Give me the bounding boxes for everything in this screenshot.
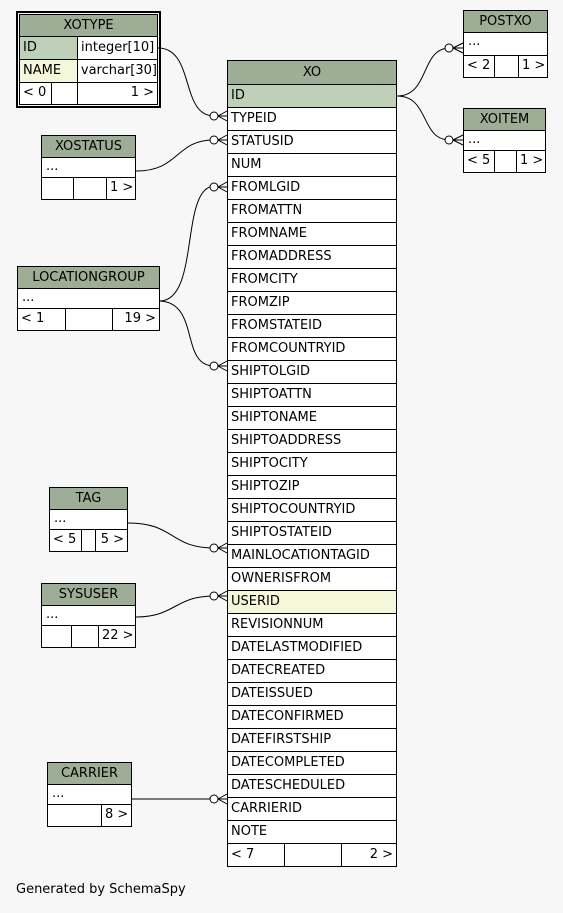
edge-locationgroup-fromlgid <box>159 185 215 302</box>
table-footer: < 5 1 > <box>464 151 545 172</box>
table-row[interactable]: FROMCITY <box>228 269 396 292</box>
table-row[interactable]: DATECREATED <box>228 660 396 683</box>
parents-count: < 5 <box>50 530 82 551</box>
children-count: 1 > <box>110 180 134 195</box>
children-count: 1 > <box>130 85 154 100</box>
table-row[interactable]: CARRIERID <box>228 798 396 821</box>
table-sysuser[interactable]: SYSUSER ... 22 > <box>41 583 136 648</box>
edge-xostatus-xo <box>135 139 215 172</box>
table-title: XOSTATUS <box>42 136 135 158</box>
table-footer: 22 > <box>42 626 135 647</box>
table-title: CARRIER <box>48 763 131 785</box>
table-footer: 8 > <box>48 805 131 826</box>
table-xotype[interactable]: XOTYPE ID integer[10] NAME varchar[30] <… <box>16 11 161 108</box>
column-name: ID <box>20 37 78 59</box>
column-type: integer[10] <box>78 37 157 59</box>
table-row[interactable]: FROMADDRESS <box>228 246 396 269</box>
table-row[interactable]: FROMSTATEID <box>228 315 396 338</box>
column-name: NAME <box>20 60 78 82</box>
table-title: TAG <box>50 488 127 510</box>
children-count: 1 > <box>520 153 544 168</box>
table-locationgroup[interactable]: LOCATIONGROUP ... < 1 19 > <box>17 266 160 331</box>
table-row[interactable]: SHIPTOCOUNTRYID <box>228 499 396 522</box>
table-title: XOITEM <box>464 109 545 131</box>
generated-by-caption: Generated by SchemaSpy <box>16 882 186 897</box>
table-row[interactable]: ID <box>228 85 396 108</box>
table-body: ... <box>464 33 547 56</box>
table-carrier[interactable]: CARRIER ... 8 > <box>47 762 132 827</box>
table-row[interactable]: SHIPTOCITY <box>228 453 396 476</box>
table-row[interactable]: DATEFIRSTSHIP <box>228 729 396 752</box>
table-row[interactable]: DATECOMPLETED <box>228 752 396 775</box>
table-row[interactable]: FROMNAME <box>228 223 396 246</box>
parents-count: < 7 <box>228 844 285 866</box>
table-row[interactable]: FROMLGID <box>228 177 396 200</box>
table-row[interactable]: REVISIONNUM <box>228 614 396 637</box>
table-row[interactable]: SHIPTOLGID <box>228 361 396 384</box>
table-title: LOCATIONGROUP <box>18 267 159 289</box>
table-row[interactable]: ID integer[10] <box>20 37 157 60</box>
table-title: XO <box>228 61 396 85</box>
table-row[interactable]: SHIPTOATTN <box>228 384 396 407</box>
parents-count: < 0 <box>20 83 52 104</box>
table-xoitem[interactable]: XOITEM ... < 5 1 > <box>463 108 546 173</box>
table-title: SYSUSER <box>42 584 135 606</box>
table-body: ... <box>50 510 127 530</box>
table-footer: < 0 1 > <box>20 83 157 104</box>
edge-sysuser-xo <box>135 595 215 618</box>
parents-count: < 5 <box>464 151 495 172</box>
table-row[interactable]: NAME varchar[30] <box>20 60 157 83</box>
table-postxo[interactable]: POSTXO ... < 2 1 > <box>463 10 548 78</box>
table-footer: < 2 1 > <box>464 56 547 77</box>
table-row[interactable]: DATELASTMODIFIED <box>228 637 396 660</box>
table-footer: < 5 5 > <box>50 530 127 551</box>
table-footer: < 7 2 > <box>228 844 396 866</box>
children-count: 5 > <box>100 532 124 547</box>
table-tag[interactable]: TAG ... < 5 5 > <box>49 487 128 552</box>
table-row[interactable]: USERID <box>228 591 396 614</box>
children-count: 8 > <box>105 807 129 822</box>
table-row[interactable]: NUM <box>228 154 396 177</box>
table-title: XOTYPE <box>20 15 157 37</box>
table-row[interactable]: SHIPTOSTATEID <box>228 522 396 545</box>
table-xostatus[interactable]: XOSTATUS ... 1 > <box>41 135 136 200</box>
table-title: POSTXO <box>464 11 547 33</box>
table-row[interactable]: NOTE <box>228 821 396 844</box>
table-row[interactable]: SHIPTOADDRESS <box>228 430 396 453</box>
children-count: 1 > <box>522 58 546 73</box>
table-footer: < 1 19 > <box>18 309 159 330</box>
table-row[interactable]: FROMCOUNTRYID <box>228 338 396 361</box>
children-count: 2 > <box>369 847 393 862</box>
table-body: ... <box>48 785 131 805</box>
table-body: ... <box>464 131 545 151</box>
edge-locationgroup-shiptolgid <box>159 300 215 367</box>
table-row[interactable]: FROMZIP <box>228 292 396 315</box>
parents-count: < 1 <box>18 309 66 330</box>
table-body: ... <box>42 158 135 178</box>
table-row[interactable]: TYPEID <box>228 108 396 131</box>
table-row[interactable]: DATECONFIRMED <box>228 706 396 729</box>
edge-xo-postxo <box>396 47 451 97</box>
table-row[interactable]: SHIPTONAME <box>228 407 396 430</box>
edge-xo-xoitem <box>396 95 451 141</box>
edge-tag-xo <box>127 522 215 549</box>
table-row[interactable]: DATEISSUED <box>228 683 396 706</box>
table-body: ... <box>42 606 135 626</box>
table-footer: 1 > <box>42 178 135 199</box>
children-count: 19 > <box>124 311 156 326</box>
children-count: 22 > <box>102 628 134 643</box>
table-body: ... <box>18 289 159 309</box>
edge-xotype-xo <box>157 47 215 117</box>
column-type: varchar[30] <box>77 60 157 82</box>
table-row[interactable]: FROMATTN <box>228 200 396 223</box>
table-row[interactable]: SHIPTOZIP <box>228 476 396 499</box>
parents-count: < 2 <box>464 56 495 77</box>
table-row[interactable]: OWNERISFROM <box>228 568 396 591</box>
table-row[interactable]: STATUSID <box>228 131 396 154</box>
table-row[interactable]: DATESCHEDULED <box>228 775 396 798</box>
table-row[interactable]: MAINLOCATIONTAGID <box>228 545 396 568</box>
